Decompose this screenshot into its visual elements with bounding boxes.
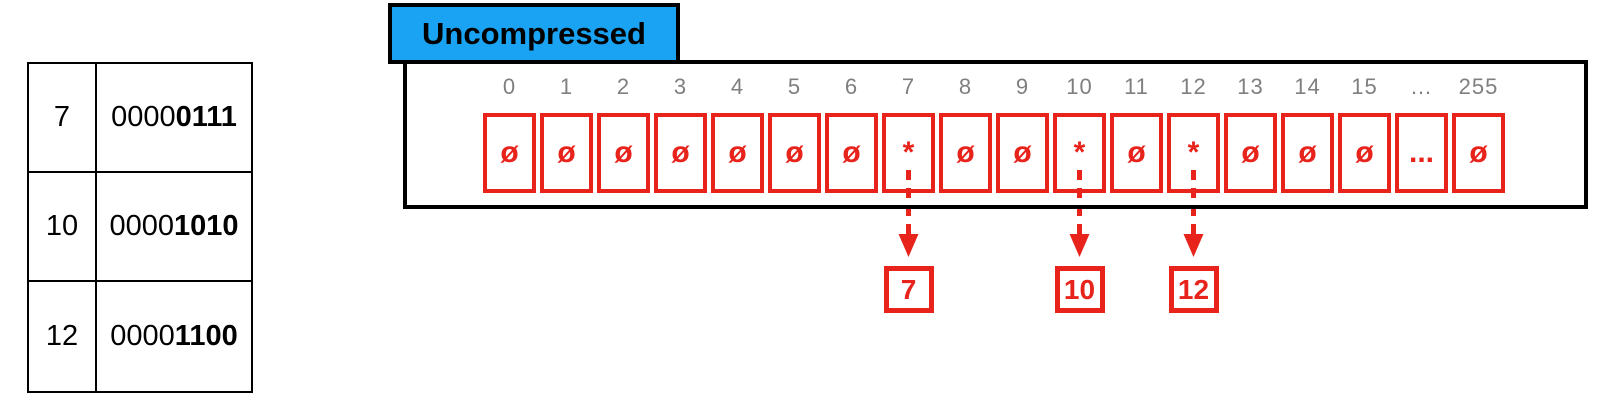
marker-value-box: 12 — [1168, 266, 1219, 313]
marker-value-box: 10 — [1054, 266, 1105, 313]
array-index-label: 6 — [844, 74, 859, 99]
array-cell: ø — [597, 113, 650, 193]
array-index-label: 0 — [502, 74, 517, 99]
array-cell: ø — [768, 113, 821, 193]
array-cell: * — [1053, 113, 1106, 193]
array-index-label: 5 — [787, 74, 802, 99]
array-index-label: 13 — [1237, 74, 1264, 99]
array-cell: ø — [1338, 113, 1391, 193]
array-index-label: 11 — [1124, 74, 1149, 99]
array-index-label: 2 — [616, 74, 631, 99]
array-cell: ø — [996, 113, 1049, 193]
array-index-label: 8 — [958, 74, 973, 99]
array-cell: ø — [654, 113, 707, 193]
array-cell: ø — [540, 113, 593, 193]
array-cell: ... — [1395, 113, 1448, 193]
binary-prefix: 0000 — [111, 101, 176, 133]
array-cell: ø — [1281, 113, 1334, 193]
array-cell: ø — [1110, 113, 1163, 193]
array-index-label: 7 — [901, 74, 916, 99]
array-index-label: 255 — [1458, 74, 1499, 99]
binary-suffix-bold: 0111 — [175, 101, 237, 133]
array-cell: ø — [1452, 113, 1505, 193]
array-cell: ø — [1224, 113, 1277, 193]
array-cell: ø — [483, 113, 536, 193]
uncompressed-label-text: Uncompressed — [422, 15, 646, 51]
array-cell: * — [882, 113, 935, 193]
array-cell: ø — [825, 113, 878, 193]
marker-value-box: 7 — [883, 266, 934, 313]
binary-suffix-bold: 1010 — [174, 210, 239, 242]
array-index-label: 1 — [559, 74, 574, 99]
array-index-label: 12 — [1180, 74, 1207, 99]
array-index-label: 4 — [730, 74, 745, 99]
array-index-label: 3 — [673, 74, 688, 99]
binary-prefix: 0000 — [110, 320, 175, 352]
table-value-cell: 10 — [29, 173, 97, 282]
array-index-label: 14 — [1294, 74, 1321, 99]
array-index-label: 10 — [1066, 74, 1093, 99]
array-index-label: … — [1410, 74, 1433, 99]
arrow-head-icon — [898, 234, 919, 257]
binary-prefix: 0000 — [109, 210, 174, 242]
binary-suffix-bold: 1100 — [174, 320, 238, 352]
array-cell: ø — [939, 113, 992, 193]
table-value-cell: 12 — [29, 282, 97, 391]
array-cell: ø — [711, 113, 764, 193]
uncompressed-label: Uncompressed — [388, 3, 680, 64]
table-value-cell: 7 — [29, 64, 97, 173]
arrow-head-icon — [1069, 234, 1090, 257]
arrow-head-icon — [1183, 234, 1204, 257]
array-index-label: 9 — [1015, 74, 1030, 99]
array-cell: * — [1167, 113, 1220, 193]
array-index-label: 15 — [1351, 74, 1378, 99]
